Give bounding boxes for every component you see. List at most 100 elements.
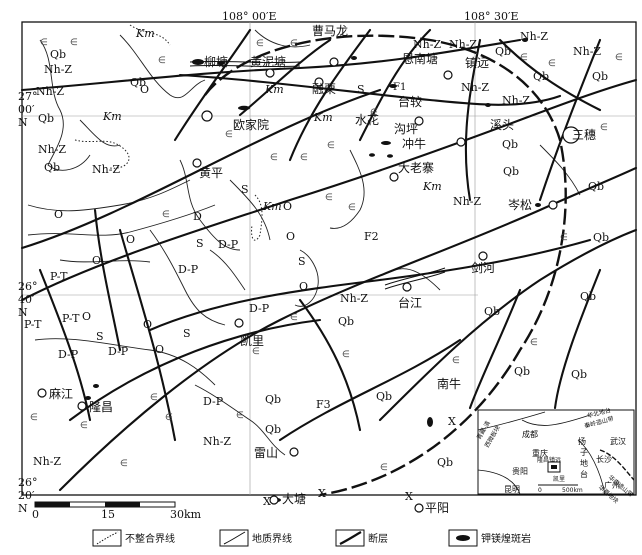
legend-item-fault: 断层 (335, 529, 388, 547)
unit-qb-13: Qb (580, 290, 596, 303)
unit-dp-4: D-P (58, 348, 79, 361)
unconformity-boundaries (74, 24, 263, 241)
place-majiang: 麻江 (49, 386, 73, 401)
legend-label-lamproite: 钾镁煌斑岩 (481, 532, 531, 545)
unit-s-5: S (96, 330, 104, 343)
unit-qb-11: Qb (593, 231, 609, 244)
coord-left-3-hemi: N (18, 502, 28, 515)
inset-region-zi: 子 (580, 448, 588, 457)
unit-o-5: O (143, 318, 152, 331)
inset-city-changsha: 长沙 (596, 454, 612, 464)
unit-qb-1: Qb (50, 48, 66, 61)
legend-label-boundary: 地质界线 (252, 532, 292, 545)
unit-km-3: Km (264, 83, 284, 96)
coord-left-1-min: 00′ (18, 103, 35, 116)
place-labels: 曹马龙 柳塘 黄泥塘 恩南塘 镇远 融栗 台较 水花 欧家院 沟坪 溪头 冲牛 … (49, 24, 596, 515)
svg-text:∈: ∈ (270, 153, 278, 163)
unit-s-1: S (241, 183, 249, 196)
coord-left-1-hemi: N (18, 116, 28, 129)
inset-city-chengdu: 成都 (522, 429, 538, 439)
inset-study-label: 隆昌镇远 (537, 456, 561, 464)
unit-qb-18: Qb (265, 393, 281, 406)
svg-text:∈: ∈ (452, 356, 460, 366)
fault-label-f2: F2 (364, 230, 379, 243)
unit-qb-3: Qb (44, 161, 60, 174)
svg-text:∈: ∈ (70, 38, 78, 48)
scale-tick-15: 15 (101, 508, 115, 521)
unit-nhz-1: Nh-Z (44, 63, 72, 76)
place-rongshu: 融栗 (312, 82, 336, 96)
svg-text:∈: ∈ (165, 413, 173, 423)
place-cenzhai: 岑松 (508, 198, 532, 212)
unit-qb-5: Qb (495, 45, 511, 58)
inset-scale-left: 0 (538, 487, 542, 494)
unit-nhz-6: Nh-Z (449, 38, 477, 51)
inset-scale-right: 500km (562, 487, 583, 494)
unit-s-3: S (298, 255, 306, 268)
unit-s-2: S (196, 237, 204, 250)
unit-km-1: Km (102, 110, 122, 123)
unit-o-4: O (92, 254, 101, 267)
place-datang: 大塘 (282, 491, 306, 506)
place-leishan: 雷山 (254, 446, 278, 460)
svg-text:∈: ∈ (256, 39, 264, 49)
place-chongniu: 冲牛 (402, 136, 426, 151)
unit-o-6: O (155, 343, 164, 356)
svg-text:∈: ∈ (150, 393, 158, 403)
inset-city-guiyang: 贵阳 (512, 466, 528, 476)
unit-o-2: O (54, 208, 63, 221)
unit-o-8: O (283, 200, 292, 213)
unit-qb-7: Qb (592, 70, 608, 83)
inset-region-yang: 扬 (578, 436, 586, 446)
svg-text:∈: ∈ (530, 338, 538, 348)
unit-x-4: X (318, 487, 326, 500)
inset-city-kunming: 昆明 (504, 485, 520, 494)
svg-text:∈: ∈ (600, 123, 608, 133)
place-zhenyuan: 镇远 (465, 56, 489, 70)
place-taizhai: 台较 (398, 94, 422, 109)
coord-left-2-hemi: N (18, 306, 28, 319)
legend-label-fault: 断层 (368, 532, 388, 545)
coord-left-1-deg: 27° (18, 90, 38, 103)
unit-nhz-9: Nh-Z (461, 81, 489, 94)
unit-o-9: O (286, 230, 295, 243)
place-pingyang: 平阳 (425, 501, 449, 515)
unit-o-3: O (126, 233, 135, 246)
place-enantang: 恩南塘 (402, 51, 438, 66)
legend-label-unconformity: 不整合界线 (125, 532, 175, 545)
unit-nhz-11: Nh-Z (453, 195, 481, 208)
coord-left-3-deg: 26° (18, 476, 38, 489)
unit-qb-4: Qb (130, 76, 146, 89)
unit-qb-9: Qb (503, 165, 519, 178)
unit-qb-10: Qb (588, 180, 604, 193)
map-frame (21, 21, 637, 496)
svg-text:∈: ∈ (300, 153, 308, 163)
inset-city-wuhan: 武汉 (610, 436, 626, 446)
legend-item-boundary: 地质界线 (219, 529, 292, 547)
inset-map: 成都 重庆 贵阳 昆明 长沙 广州 武汉 扬 子 地 台 青藏-滇 西微板块 华… (475, 406, 635, 505)
scale-tick-30: 30km (170, 508, 202, 521)
place-jianhe: 剑河 (471, 260, 495, 275)
place-ouyuan: 欧家院 (233, 117, 269, 132)
place-liutang: 柳塘 (204, 54, 228, 69)
study-area-boundary (204, 34, 567, 497)
svg-text:∈: ∈ (560, 233, 568, 243)
unit-km-5: Km (262, 200, 282, 213)
cambrian-symbols: ∈ ∈ ∈ ∈ ∈ ∈ ∈ ∈ ∈ ∈ ∈ ∈ ∈ ∈ ∈ ∈ ∈ ∈ ∈ ∈ … (30, 38, 623, 473)
unit-pt-3: P-T (24, 318, 42, 331)
place-dalaozhai: 大老寨 (398, 160, 434, 175)
town-markers (37, 57, 580, 513)
coord-left-3-min: 20′ (18, 489, 35, 502)
unit-qb-16: Qb (338, 315, 354, 328)
unit-o-7: O (82, 310, 91, 323)
unit-nhz-13: Nh-Z (203, 435, 231, 448)
place-kaili: 凯里 (240, 334, 264, 348)
scale-tick-0: 0 (32, 508, 39, 521)
place-nanniu: 南牛 (437, 376, 461, 391)
place-taijiang: 台江 (398, 295, 422, 310)
unit-nhz-2: Nh-Z (36, 85, 64, 98)
unit-qb-15: Qb (571, 368, 587, 381)
svg-text:∈: ∈ (225, 130, 233, 140)
unit-km-6: Km (422, 180, 442, 193)
